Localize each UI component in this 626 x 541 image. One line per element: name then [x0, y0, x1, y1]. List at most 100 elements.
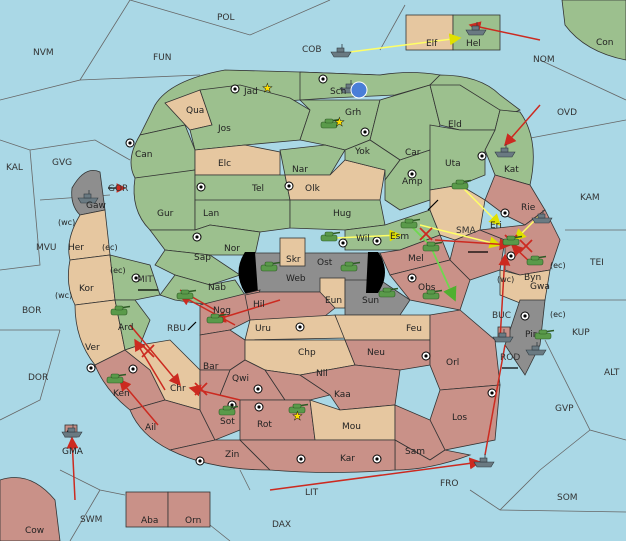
- coast-labels: (wc) (ec) (ec) (wc) (wc) (ec) (ec): [55, 218, 566, 319]
- land-label-ard: Ard: [118, 323, 133, 333]
- sea-label-swm: SWM: [80, 515, 102, 525]
- land-label-eri: Eri: [490, 221, 502, 231]
- supply-center-icon: [296, 454, 306, 464]
- land-label-gwa: Gwa: [530, 282, 550, 292]
- land-labels: Elf Hel Con Jad Sch Qua Jos Grh Eld Kat …: [25, 38, 614, 536]
- sea-label-nom: NOM: [533, 55, 555, 65]
- supply-center-icon: [407, 273, 417, 283]
- sea-label-mit: MIT: [137, 275, 153, 285]
- sea-label-kam: KAM: [580, 193, 600, 203]
- coast-label-byn-ec: (ec): [550, 261, 566, 270]
- land-label-zin: Zin: [225, 450, 239, 460]
- land-label-eun: Eun: [325, 296, 342, 306]
- land-label-kat: Kat: [504, 165, 519, 175]
- province-nil[interactable]: [264, 369, 331, 401]
- province-cow[interactable]: [0, 477, 61, 541]
- province-kar[interactable]: [239, 439, 396, 473]
- supply-center-icon: [128, 364, 138, 374]
- sea-label-gvg: GVG: [52, 158, 72, 168]
- province-web-west-black: [238, 252, 258, 293]
- province-aba[interactable]: [125, 491, 169, 528]
- province-sch[interactable]: [299, 71, 441, 101]
- supply-center-icon: [372, 454, 382, 464]
- neutral-disc-icon: [350, 81, 368, 99]
- land-label-ost: Ost: [317, 258, 333, 268]
- land-label-olk: Olk: [305, 184, 321, 194]
- order-red-ard-chr: [129, 324, 181, 387]
- land-label-sap: Sap: [194, 253, 211, 263]
- sea-label-tei: TEI: [589, 258, 604, 268]
- order-yellow-esm: [419, 224, 502, 249]
- sea-label-lit: LIT: [305, 488, 319, 498]
- land-label-can: Can: [135, 150, 153, 160]
- land-label-nor: Nor: [224, 244, 240, 254]
- supply-center-icon: [254, 402, 264, 412]
- order-yellow-wil: [334, 229, 402, 242]
- order-red-pir-fro: [484, 344, 506, 456]
- province-jos[interactable]: [189, 84, 311, 151]
- star-icon: ★: [334, 115, 345, 129]
- supply-center-icon: [195, 456, 205, 466]
- province-uta[interactable]: [429, 124, 496, 191]
- supply-center-icon: [477, 151, 487, 161]
- order-red-sot-chr: [188, 384, 241, 401]
- star-icon: ★: [292, 409, 303, 423]
- province-rot[interactable]: [239, 399, 316, 441]
- province-nar[interactable]: [279, 144, 346, 176]
- land-label-aba: Aba: [141, 516, 158, 526]
- supply-center-icon: [196, 182, 206, 192]
- sea-label-bor: BOR: [22, 306, 41, 316]
- coast-label-gwa-ec: (ec): [550, 310, 566, 319]
- supply-center-icon: [192, 232, 202, 242]
- land-label-byn: Byn: [524, 273, 541, 283]
- land-label-kar: Kar: [340, 454, 355, 464]
- land-label-pir: Pir: [525, 330, 537, 340]
- order-yellow-uta-eri: [459, 184, 502, 227]
- supply-center-icon: [487, 388, 497, 398]
- coast-label-byn-wc: (wc): [497, 275, 514, 284]
- land-label-sun: Sun: [362, 296, 379, 306]
- land-label-kor: Kor: [79, 284, 94, 294]
- coast-label-her-ec: (ec): [102, 243, 118, 252]
- province-elc[interactable]: [194, 144, 281, 176]
- land-label-esm: Esm: [390, 232, 409, 242]
- land-label-feu: Feu: [406, 324, 422, 334]
- land-label-qua: Qua: [186, 106, 204, 116]
- province-orn[interactable]: [167, 491, 211, 528]
- supply-center-icon: [318, 74, 328, 84]
- land-label-nar: Nar: [292, 165, 308, 175]
- land-label-los: Los: [452, 413, 467, 423]
- land-label-con: Con: [596, 38, 614, 48]
- supply-center-icon: [360, 127, 370, 137]
- supply-center-icon: [372, 236, 382, 246]
- coast-label-her-wc: (wc): [58, 218, 75, 227]
- land-label-jos: Jos: [217, 124, 231, 134]
- land-label-uru: Uru: [255, 324, 271, 334]
- sea-label-rbu: RBU: [167, 324, 186, 334]
- star-icon: ★: [262, 81, 273, 95]
- province-gur[interactable]: [133, 169, 196, 231]
- sea-label-kal: KAL: [6, 163, 23, 173]
- land-label-wil: Wil: [356, 234, 370, 244]
- land-label-ver: Ver: [85, 343, 100, 353]
- province-skr[interactable]: [279, 237, 306, 267]
- land-label-ail: Ail: [145, 423, 156, 433]
- strait-markers: [108, 183, 518, 369]
- order-red-buc: [498, 253, 511, 341]
- province-los[interactable]: [429, 384, 501, 451]
- sea-label-kup: KUP: [572, 328, 590, 338]
- land-label-mel: Mel: [408, 254, 424, 264]
- land-label-sot: Sot: [220, 417, 235, 427]
- province-kor[interactable]: [67, 254, 116, 306]
- province-kat[interactable]: [484, 109, 534, 186]
- orders: [66, 21, 541, 501]
- province-sam[interactable]: [394, 439, 472, 471]
- order-red-lit-fro: [269, 457, 482, 491]
- land-label-chr: Chr: [170, 384, 186, 394]
- province-neu[interactable]: [344, 339, 431, 371]
- land-label-nab: Nab: [208, 283, 226, 293]
- sea-label-dax: DAX: [272, 520, 291, 530]
- supply-center-icon: [506, 251, 516, 261]
- land-label-rot: Rot: [257, 420, 272, 430]
- land-label-gaw: Gaw: [86, 201, 106, 211]
